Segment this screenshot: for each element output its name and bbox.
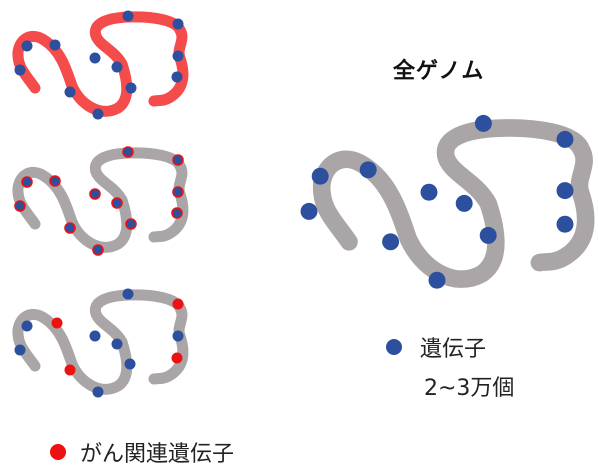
legend-genes: 遺伝子 [386, 331, 486, 363]
whole-genome-title: 全ゲノム [393, 59, 485, 84]
panel-whole-genome [300, 114, 586, 289]
panel-red-outlined [14, 146, 184, 256]
gene-dots [300, 114, 574, 289]
chromosome-strand-large [322, 128, 586, 279]
panel-all-red [14, 10, 184, 120]
legend-genes-label: 遺伝子 [420, 337, 487, 362]
chromosome-strand [18, 153, 183, 247]
legend-cancer-genes: がん関連遺伝子 [50, 436, 234, 468]
cancer-gene-dot-icon [50, 444, 66, 460]
gene-dots [14, 146, 184, 256]
panel-mixed [14, 288, 184, 398]
gene-dots [14, 10, 184, 120]
legend-cancer-label: がん関連遺伝子 [80, 442, 235, 467]
chromosome-strand [18, 295, 183, 389]
chromosome-strand-red [18, 17, 183, 111]
gene-dot-icon [386, 339, 402, 355]
legend-genes-count: 2~3万個 [424, 376, 515, 401]
gene-dots [14, 288, 184, 398]
